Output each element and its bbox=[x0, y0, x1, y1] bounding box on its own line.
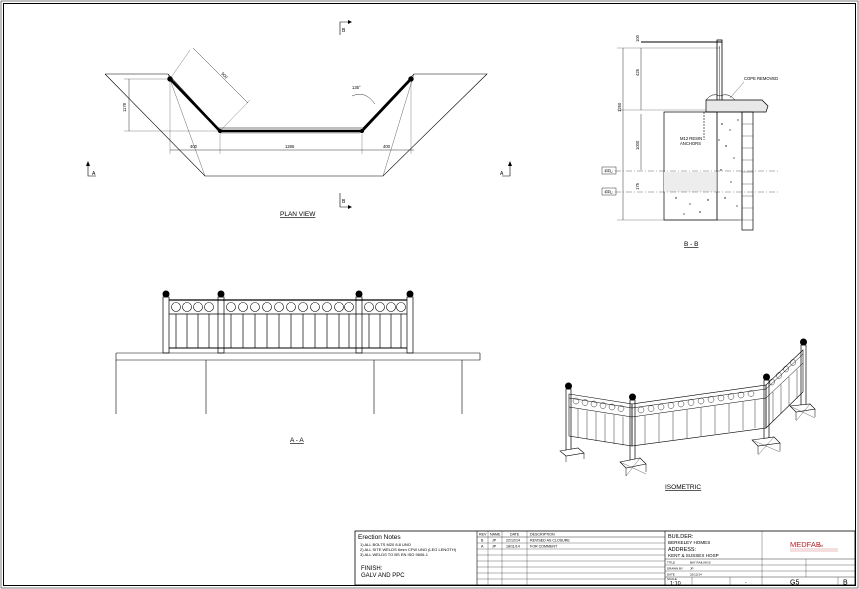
rev-row-b-name: JP bbox=[492, 539, 497, 543]
level-ffl-upper: FFL bbox=[605, 169, 613, 174]
dim-post: 1000 bbox=[635, 140, 640, 150]
erection-note-1: 1) ALL BOLTS M20 8.8 UNO bbox=[360, 542, 411, 547]
company-logo-suffix: Ltd bbox=[818, 544, 823, 548]
erection-note-2: 2) ALL SITE WELDS 6mm CFW UNO (LEG LENGT… bbox=[360, 547, 457, 552]
elevation-aa-view bbox=[115, 290, 481, 414]
address-label: ADDRESS: bbox=[668, 547, 697, 553]
isometric-title: ISOMETRIC bbox=[665, 484, 701, 491]
erection-note-3: 3) ALL WELDS TO BS EN ISO 9606-1 bbox=[360, 552, 429, 557]
rev-header-date: DATE bbox=[510, 533, 520, 537]
dim-diag: 900 bbox=[220, 71, 229, 80]
erection-notes-heading: Erection Notes bbox=[358, 534, 401, 541]
dim-angle: 135° bbox=[352, 85, 361, 90]
drawn-value: JP bbox=[690, 567, 694, 571]
scale-value: 1:10 bbox=[670, 581, 681, 587]
plan-view: 900 135° 1178 400 1265 400 bbox=[104, 47, 488, 177]
company-logo: MEDFAB bbox=[790, 540, 821, 549]
note-anchors-1: M12 RESIN bbox=[680, 136, 702, 141]
section-marker-a-right: A bbox=[500, 161, 512, 177]
drawn-label: DRAWN BY bbox=[667, 567, 683, 571]
elevation-aa-title: A - A bbox=[290, 437, 304, 444]
rev-row-b-rev: B bbox=[481, 539, 484, 543]
dim-ffl: 175 bbox=[635, 182, 640, 190]
dim-width-left: 400 bbox=[190, 144, 198, 149]
scale-label: SCALE bbox=[667, 577, 677, 581]
dim-depth: 1178 bbox=[122, 102, 127, 112]
finish-value: GALV AND PPC bbox=[361, 573, 405, 579]
note-cope-removed: COPE REMOVED bbox=[744, 76, 778, 81]
address-value: KENT & SUSSEX HOSP bbox=[668, 553, 719, 558]
rev-header-rev: REV bbox=[479, 533, 487, 537]
section-bb-title: B - B bbox=[684, 241, 698, 248]
svg-text:A: A bbox=[92, 171, 96, 177]
date-label: DATE bbox=[667, 573, 675, 577]
level-ffl-lower: FFL bbox=[605, 190, 613, 195]
title-label: TITLE bbox=[667, 561, 675, 565]
plan-view-title: PLAN VIEW bbox=[280, 211, 316, 218]
date-value: 22/12/14 bbox=[690, 573, 702, 577]
dim-overall: 1250 bbox=[617, 102, 622, 112]
svg-text:B: B bbox=[342, 28, 346, 34]
isometric-view bbox=[559, 338, 816, 477]
project-no: - bbox=[745, 580, 747, 586]
dim-width-right: 400 bbox=[383, 144, 391, 149]
sheet-border bbox=[3, 3, 856, 586]
rev-row-b-date: 22/12/14 bbox=[506, 539, 520, 543]
dim-rail: 425 bbox=[635, 68, 640, 76]
section-marker-a-left: A bbox=[86, 161, 96, 177]
section-marker-b-top: B bbox=[339, 20, 352, 35]
note-anchors-2: ANCHORS bbox=[680, 141, 701, 146]
rev-row-b-desc: REVISED AS CLOSURE bbox=[530, 539, 570, 543]
title-block bbox=[354, 530, 856, 586]
rev-header-name: NAME bbox=[490, 533, 501, 537]
svg-text:B: B bbox=[342, 199, 346, 205]
rev-row-a-name: JP bbox=[492, 545, 497, 549]
finish-label: FINISH: bbox=[361, 566, 383, 572]
dim-top: 100 bbox=[635, 34, 640, 42]
section-marker-b-bottom: B bbox=[339, 193, 352, 209]
svg-text:A: A bbox=[500, 171, 504, 177]
rev-row-a-rev: A bbox=[481, 545, 484, 549]
dim-width-mid: 1265 bbox=[285, 144, 295, 149]
revision-letter: B bbox=[843, 580, 848, 587]
section-bb-view: 1250 425 100 1000 175 COPE REMOVED bbox=[601, 34, 779, 231]
title-value: BAY RAILINGS bbox=[690, 561, 711, 565]
builder-label: BUILDER: bbox=[668, 534, 694, 540]
rev-header-description: DESCRIPTION bbox=[530, 533, 555, 537]
builder-value: BERKELEY HOMES bbox=[668, 540, 710, 545]
rev-row-a-date: 18/11/14 bbox=[506, 545, 520, 549]
rev-row-a-desc: FOR COMMENT bbox=[530, 545, 558, 549]
drawing-no: G5 bbox=[790, 580, 799, 587]
